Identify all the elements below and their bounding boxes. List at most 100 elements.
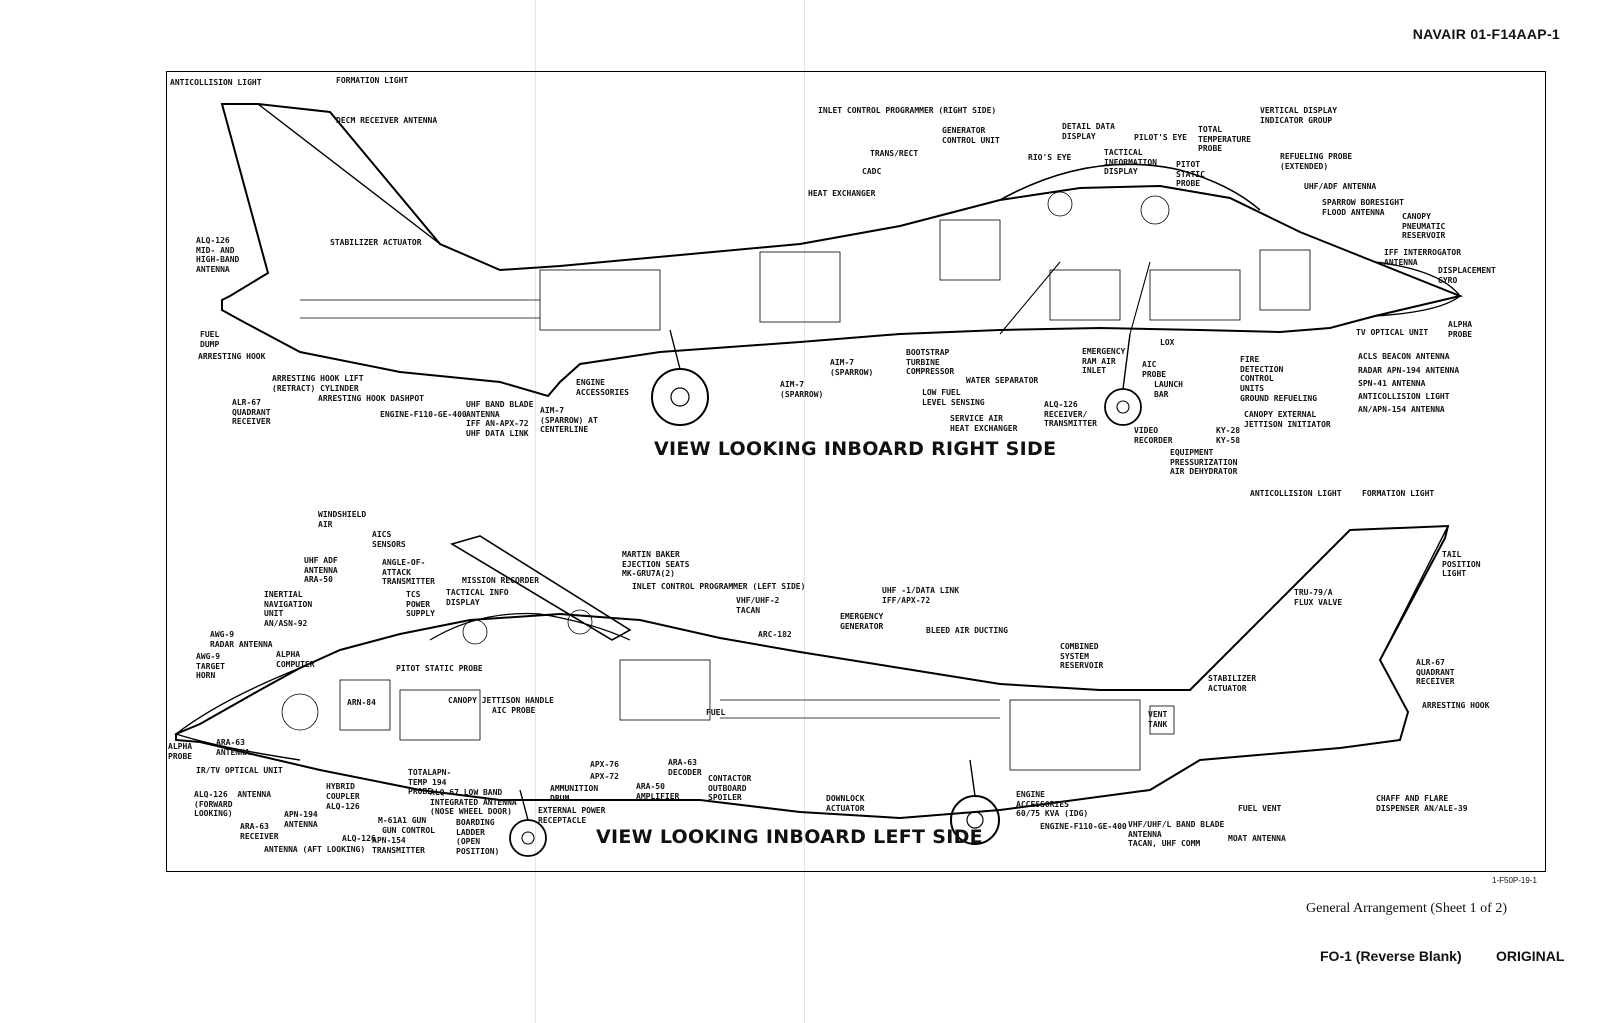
label-stabilizer-actuator-left: STABILIZER ACTUATOR — [1208, 674, 1257, 693]
label-ky58: KY-58 — [1216, 436, 1241, 445]
label-combined-system-reservoir: COMBINED SYSTEM RESERVOIR — [1060, 642, 1104, 670]
label-contactor-outboard-spoiler: CONTACTOR OUTBOARD SPOILER — [708, 774, 752, 802]
label-anticollision-light-left: ANTICOLLISION LIGHT — [1250, 489, 1342, 498]
label-aim7-b: AIM-7 (SPARROW) — [830, 358, 874, 377]
label-arresting-hook-left: ARRESTING HOOK — [1422, 701, 1490, 710]
figure-caption: General Arrangement (Sheet 1 of 2) — [1306, 901, 1507, 916]
label-total-temperature-probe: TOTAL TEMPERATURE PROBE — [1198, 125, 1251, 153]
label-external-power-receptacle: EXTERNAL POWER RECEPTACLE — [538, 806, 606, 825]
label-alq126-forward: ALQ-126 ANTENNA (FORWARD LOOKING) — [194, 790, 272, 818]
label-ara50-amplifier: ARA-50 AMPLIFIER — [636, 782, 680, 801]
label-mission-recorder: MISSION RECORDER — [462, 576, 540, 585]
left-view-title: VIEW LOOKING INBOARD LEFT SIDE — [596, 826, 983, 848]
label-heat-exchanger: HEAT EXCHANGER — [808, 189, 876, 198]
label-alpha-probe-left: ALPHA PROBE — [168, 742, 193, 761]
label-ky28: KY-28 — [1216, 426, 1241, 435]
label-engine-accessories: ENGINE ACCESSORIES — [576, 378, 629, 397]
label-bootstrap-turbine: BOOTSTRAP TURBINE COMPRESSOR — [906, 348, 955, 376]
left-side-nose-wheel — [509, 819, 547, 857]
label-vhf-uhf-l-band: VHF/UHF/L BAND BLADE ANTENNA TACAN, UHF … — [1128, 820, 1225, 848]
label-hybrid-coupler: HYBRID COUPLER — [326, 782, 360, 801]
page-fold-line — [804, 0, 805, 1023]
label-apx72: APX-72 — [590, 772, 619, 781]
label-vent-tank: VENT TANK — [1148, 710, 1168, 729]
label-detail-data-display: DETAIL DATA DISPLAY — [1062, 122, 1115, 141]
label-equipment-pressurization: EQUIPMENT PRESSURIZATION AIR DEHYDRATOR — [1170, 448, 1238, 476]
label-gun-control: GUN CONTROL — [382, 826, 435, 835]
label-alr67-left: ALR-67 QUADRANT RECEIVER — [1416, 658, 1455, 686]
label-m61a1-gun: M-61A1 GUN — [378, 816, 427, 825]
label-uhf1-data-link: UHF -1/DATA LINK IFF/APX-72 — [882, 586, 960, 605]
label-trans-rect: TRANS/RECT — [870, 149, 919, 158]
label-antenna-aft-looking: ANTENNA (AFT LOOKING) — [264, 845, 366, 854]
label-anticollision-light: ANTICOLLISION LIGHT — [170, 78, 262, 87]
label-radar-apn194: RADAR APN-194 ANTENNA — [1358, 366, 1460, 375]
left-side-fuselage-outline — [175, 524, 1450, 820]
label-alpha-probe-right: ALPHA PROBE — [1448, 320, 1473, 339]
label-inlet-control-programmer-left: INLET CONTROL PROGRAMMER (LEFT SIDE) — [632, 582, 806, 591]
label-formation-light-left: FORMATION LIGHT — [1362, 489, 1435, 498]
label-service-air-heat-exchanger: SERVICE AIR HEAT EXCHANGER — [950, 414, 1018, 433]
label-uhf-adf-ara50: UHF ADF ANTENNA ARA-50 — [304, 556, 338, 584]
label-low-fuel-level: LOW FUEL LEVEL SENSING — [922, 388, 985, 407]
label-alq126-mid-high-band: ALQ-126 MID- AND HIGH-BAND ANTENNA — [196, 236, 240, 274]
label-ground-refueling: GROUND REFUELING — [1240, 394, 1318, 403]
label-bleed-air-ducting: BLEED AIR DUCTING — [926, 626, 1008, 635]
label-launch-bar: LAUNCH BAR — [1154, 380, 1183, 399]
label-apn194-left: APN- 194 — [432, 768, 452, 787]
label-tactical-information-display: TACTICAL INFORMATION DISPLAY — [1104, 148, 1157, 176]
label-downlock-actuator: DOWNLOCK ACTUATOR — [826, 794, 865, 813]
label-canopy-external-jettison: CANOPY EXTERNAL JETTISON INITIATOR — [1244, 410, 1331, 429]
right-side-radome — [1374, 261, 1461, 317]
label-apn154-transmitter: APN-154 TRANSMITTER — [372, 836, 425, 855]
left-side-cockpit — [429, 612, 631, 641]
left-side-canopy-open — [450, 535, 632, 641]
label-lox: LOX — [1160, 338, 1175, 347]
label-tactical-info-display: TACTICAL INFO DISPLAY — [446, 588, 509, 607]
label-ammunition-drum: AMMUNITION DRUM — [550, 784, 599, 803]
label-pitot-static-probe-left: PITOT STATIC PROBE — [396, 664, 483, 673]
left-side-tail-fin — [1189, 525, 1449, 691]
label-arc182: ARC-182 — [758, 630, 792, 639]
right-side-canopy — [999, 163, 1261, 211]
label-chaff-flare-dispenser: CHAFF AND FLARE DISPENSER AN/ALE-39 — [1376, 794, 1468, 813]
label-aic-probe-left: AIC PROBE — [492, 706, 536, 715]
label-stabilizer-actuator: STABILIZER ACTUATOR — [330, 238, 422, 247]
label-aim7-centerline: AIM-7 (SPARROW) AT CENTERLINE — [540, 406, 598, 434]
label-displacement-gyro: DISPLACEMENT GYRO — [1438, 266, 1496, 285]
label-aics-sensors: AICS SENSORS — [372, 530, 406, 549]
label-tru79a-flux-valve: TRU-79/A FLUX VALVE — [1294, 588, 1343, 607]
label-tail-position-light: TAIL POSITION LIGHT — [1442, 550, 1481, 578]
right-view-title: VIEW LOOKING INBOARD RIGHT SIDE — [654, 438, 1057, 460]
label-arresting-hook-lift: ARRESTING HOOK LIFT (RETRACT) CYLINDER — [272, 374, 364, 393]
label-emergency-ram-air: EMERGENCY RAM AIR INLET — [1082, 347, 1126, 375]
page-fold-line — [535, 0, 536, 1023]
label-generator-control-unit: GENERATOR CONTROL UNIT — [942, 126, 1000, 145]
label-pitot-static-probe: PITOT STATIC PROBE — [1176, 160, 1205, 188]
label-aim7-a: AIM-7 (SPARROW) — [780, 380, 824, 399]
label-moat-antenna: MOAT ANTENNA — [1228, 834, 1286, 843]
label-arresting-hook-dashpot: ARRESTING HOOK DASHPOT — [318, 394, 424, 403]
label-alq126-a: ALQ-126 — [326, 802, 360, 811]
label-engine-f110: ENGINE-F110-GE-400 — [380, 410, 467, 419]
label-windshield-air: WINDSHIELD AIR — [318, 510, 367, 529]
label-canopy-pneumatic: CANOPY PNEUMATIC RESERVOIR — [1402, 212, 1446, 240]
label-inertial-navigation: INERTIAL NAVIGATION UNIT AN/ASN-92 — [264, 590, 313, 628]
label-inlet-control-programmer-right: INLET CONTROL PROGRAMMER (RIGHT SIDE) — [818, 106, 997, 115]
label-engine-accessories-left: ENGINE ACCESSORIES 60/75 KVA (IDG) — [1016, 790, 1089, 818]
label-emergency-generator: EMERGENCY GENERATOR — [840, 612, 884, 631]
label-apx76: APX-76 — [590, 760, 619, 769]
label-awg9-target-horn: AWG-9 TARGET HORN — [196, 652, 225, 680]
label-fuel: FUEL — [706, 708, 726, 717]
label-ara63-receiver: ARA-63 RECEIVER — [240, 822, 279, 841]
label-apn194-antenna: APN-194 ANTENNA — [284, 810, 318, 829]
label-fuel-vent: FUEL VENT — [1238, 804, 1282, 813]
label-decm-receiver-antenna: DECM RECEIVER ANTENNA — [336, 116, 438, 125]
right-side-main-wheel — [651, 368, 709, 426]
label-an-apn154: AN/APN-154 ANTENNA — [1358, 405, 1445, 414]
label-alq126-receiver: ALQ-126 RECEIVER/ TRANSMITTER — [1044, 400, 1097, 428]
label-tv-optical-unit: TV OPTICAL UNIT — [1356, 328, 1429, 337]
label-vhf-uhf2-tacan: VHF/UHF-2 TACAN — [736, 596, 780, 615]
diagram-frame — [166, 71, 1546, 872]
